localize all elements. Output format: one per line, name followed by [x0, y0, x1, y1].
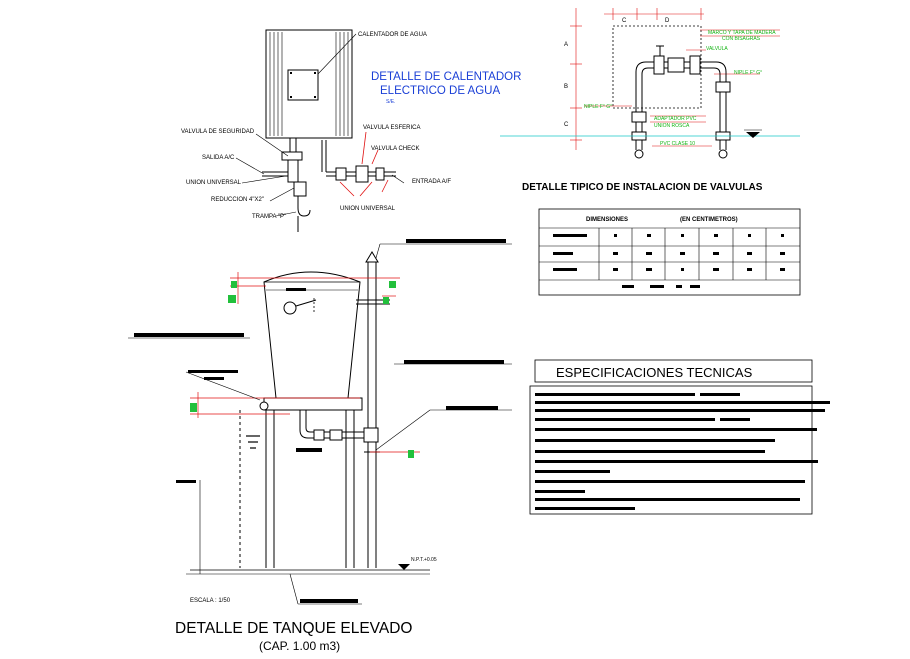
heater-fins: [269, 32, 349, 136]
label-marco: MARCO Y TAPA DE MADERA: [708, 30, 776, 36]
label-reduccion: REDUCCION 4"X2": [211, 197, 264, 203]
table-header-left: DIMENSIONES: [586, 217, 628, 223]
label-union-universal-bottom: UNION UNIVERSAL: [340, 206, 396, 212]
table-header-right: (EN CENTIMETROS): [680, 217, 738, 223]
tank-npt: N.P.T.+0.05: [411, 557, 437, 563]
valve-dimension-lines: [570, 8, 780, 150]
tank-supports: [239, 397, 363, 568]
label-adaptador: ADAPTADOR PVC: [654, 116, 697, 122]
label-trampa: TRAMPA "P": [252, 214, 286, 220]
heater-detail: CALENTADOR DE AGUA: [181, 29, 521, 232]
tank-subtitle: (CAP. 1.00 m3): [259, 639, 340, 653]
specifications-block: ESPECIFICACIONES TECNICAS: [529, 359, 830, 515]
dim-c-top: C: [622, 18, 627, 24]
dimensions-table: DIMENSIONES (EN CENTIMETROS): [538, 208, 801, 296]
label-niple: NIPLE F° G°: [734, 70, 762, 76]
valve-detail-title: DETALLE TIPICO DE INSTALACION DE VALVULA…: [522, 182, 763, 193]
label-con-bisagras: CON BISAGRAS: [722, 36, 761, 42]
label-pvc-clase: PVC CLASE 10: [660, 141, 695, 147]
label-valvula-seguridad: VALVULA DE SEGURIDAD: [181, 129, 255, 135]
tank-body: [263, 271, 361, 399]
label-valvula-check: VALVULA CHECK: [371, 146, 419, 152]
specs-text-lines: [535, 393, 830, 510]
label-union-universal-left: UNION UNIVERSAL: [186, 180, 242, 186]
heater-red-leaders: [339, 131, 389, 197]
tank-green-markers: [190, 281, 414, 458]
heater-title-line2: ELECTRICO DE AGUA: [380, 85, 500, 97]
label-salida: SALIDA A/C: [202, 155, 235, 161]
label-niple-left: NIPLE F° G°: [584, 104, 612, 110]
heater-title-line1: DETALLE DE CALENTADOR: [371, 71, 521, 83]
tank-red-dimensions: [190, 272, 420, 453]
dim-d-top: D: [665, 18, 670, 24]
specs-title: ESPECIFICACIONES TECNICAS: [556, 365, 753, 380]
heater-scale: S/E.: [386, 99, 395, 105]
dim-b: B: [564, 84, 568, 90]
valve-detail: C D A B C MARCO Y TAPA DE MADERA CON BIS…: [500, 8, 800, 193]
heater-panel: [287, 69, 319, 101]
heater-piping: [262, 138, 396, 232]
tank-outlet-piping: [299, 410, 380, 453]
label-union-rosca: UNION ROSCA: [654, 123, 690, 129]
label-entrada: ENTRADA A/F: [412, 179, 451, 185]
dim-a: A: [564, 42, 568, 48]
label-calentador: CALENTADOR DE AGUA: [358, 32, 427, 38]
tank-scale: ESCALA : 1/50: [190, 598, 231, 604]
tank-detail: N.P.T.+0.05 ESCALA : 1/50 DETALLE DE TAN…: [128, 239, 512, 653]
label-valvula-esferica: VALVULA ESFERICA: [363, 125, 420, 131]
tank-vent-pipe: [356, 251, 390, 568]
tank-title: DETALLE DE TANQUE ELEVADO: [175, 620, 412, 637]
valve-box: [612, 25, 702, 109]
dim-c-side: C: [564, 122, 569, 128]
label-valvula: VALVULA: [706, 46, 728, 52]
